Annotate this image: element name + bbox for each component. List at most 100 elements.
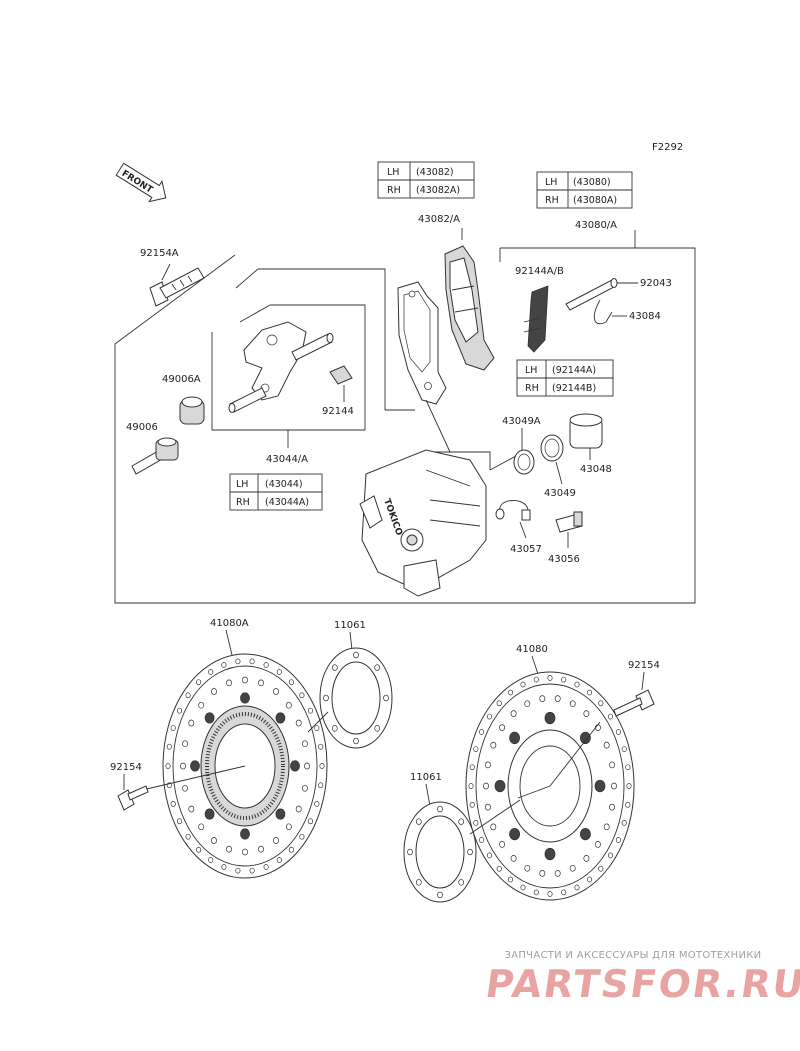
hole (285, 701, 292, 709)
table-side: LH (545, 177, 557, 188)
hole (221, 662, 227, 668)
hole (533, 889, 539, 896)
hole (490, 823, 497, 831)
table-side: LH (387, 167, 399, 178)
part-label: 11061 (334, 620, 366, 631)
pin-clip (593, 299, 613, 325)
part-label: 43080/A (575, 220, 617, 231)
hole (603, 741, 610, 749)
hole (318, 782, 324, 789)
brake-pad-right (444, 245, 495, 371)
hole (499, 724, 506, 731)
hole (607, 713, 614, 720)
hole (331, 725, 338, 732)
hole (319, 763, 325, 769)
hole (547, 675, 553, 681)
hole (295, 719, 302, 727)
hole (304, 762, 310, 770)
hole (331, 664, 338, 671)
hole (258, 679, 264, 687)
part-label: 92154 (628, 660, 660, 671)
hole (263, 864, 269, 870)
watermark-tagline: ЗАПЧАСТИ И АКСЕССУАРЫ ДЛЯ МОТОТЕХНИКИ (504, 950, 762, 961)
hole (211, 688, 217, 695)
hole (524, 700, 531, 708)
hole (609, 761, 616, 769)
hole (615, 729, 621, 735)
hole (275, 712, 286, 724)
part-label: 43056 (548, 554, 580, 565)
hole (607, 852, 614, 859)
hole (314, 801, 320, 807)
hole (188, 719, 195, 727)
brake-pad-left (397, 281, 447, 405)
hole (249, 867, 255, 874)
table-part: (43080) (573, 177, 611, 188)
hole (615, 837, 621, 843)
hole (594, 841, 601, 848)
hole (625, 764, 631, 771)
hole (507, 689, 514, 696)
hole (561, 889, 567, 896)
table-part: (43082) (416, 167, 454, 178)
hole (574, 884, 580, 891)
hole (299, 692, 305, 699)
part-label: 92144 (322, 406, 354, 417)
part-label: 43049 (544, 488, 576, 499)
hole (235, 867, 241, 874)
hole (520, 681, 526, 688)
hole (353, 651, 359, 659)
hole (486, 852, 493, 859)
hole (510, 855, 517, 862)
hole (603, 823, 610, 831)
brake-pipe (495, 500, 531, 521)
dust-boot (179, 396, 205, 425)
part-label: 92043 (640, 278, 672, 289)
hole (374, 664, 381, 671)
hole (611, 782, 617, 790)
hole (299, 833, 305, 840)
hole (170, 725, 176, 731)
hole (307, 707, 314, 714)
pad-set-lh-rh-table: LH (43080) RH (43080A) (536, 171, 633, 209)
hole (574, 681, 580, 688)
hole (198, 823, 205, 831)
hole (469, 801, 475, 808)
part-label: 49006A (162, 374, 201, 385)
table-side: RH (525, 383, 539, 394)
hole (625, 801, 631, 808)
hole (621, 820, 627, 826)
hole (273, 688, 279, 695)
part-label: 43048 (580, 464, 612, 475)
hole (196, 679, 202, 686)
hole (295, 805, 302, 813)
bleeder-valve (555, 511, 583, 533)
hole (235, 658, 241, 665)
slide-pin (131, 437, 179, 475)
hole (544, 847, 556, 861)
hole (621, 746, 627, 752)
disc-bolt-right (613, 689, 655, 717)
hole (479, 837, 485, 843)
hole (626, 783, 632, 789)
hole (263, 662, 269, 668)
hole (204, 712, 215, 724)
hole (496, 700, 502, 707)
hole (524, 864, 531, 872)
hole (208, 669, 214, 675)
table-side: LH (236, 479, 248, 490)
mounting-bolt (149, 267, 205, 307)
hole (468, 783, 474, 789)
hole (469, 764, 475, 771)
hole (415, 818, 422, 825)
hole (473, 746, 479, 752)
table-side: LH (525, 365, 537, 376)
hole (520, 884, 526, 891)
hole (507, 876, 514, 883)
caliper-piston (569, 413, 603, 449)
hole (580, 827, 591, 841)
part-label: 49006 (126, 422, 158, 433)
hole (374, 725, 381, 732)
part-label: 41080A (210, 618, 249, 629)
part-label: 11061 (410, 772, 442, 783)
